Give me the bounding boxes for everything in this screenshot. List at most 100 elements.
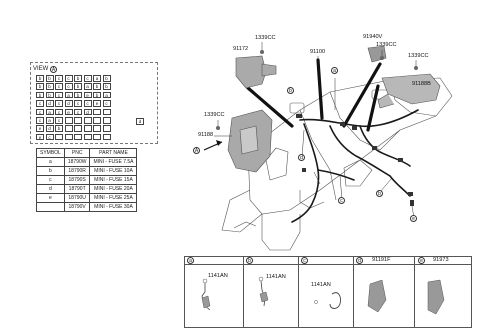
fuse-cell	[74, 133, 82, 141]
fuse-cell	[74, 117, 82, 124]
fuse-cell: c	[83, 100, 92, 107]
label-91940v: 91940V	[363, 34, 383, 40]
fuse-cell	[64, 125, 73, 132]
view-title-text: VIEW	[33, 66, 49, 72]
view-arrow-marker: A	[193, 147, 200, 154]
fuse-cell: c	[55, 108, 63, 116]
fuse-cell: e	[83, 91, 92, 99]
detail-b-letter: b	[246, 257, 253, 264]
fuse-cell: c	[45, 133, 54, 141]
fuse-cell	[83, 125, 92, 132]
fuse-cell	[64, 133, 73, 141]
fuse-cell: e	[36, 133, 44, 141]
d-part	[367, 279, 387, 313]
label-1339cc-right: 1339CC	[376, 42, 397, 48]
bolt-top	[260, 50, 264, 54]
c-clip	[329, 292, 341, 309]
fuse-cell	[102, 108, 111, 116]
fuse-cell	[93, 125, 101, 132]
fuse-cell: c	[55, 117, 63, 124]
fuse-cell	[64, 117, 73, 124]
leader-91100	[316, 58, 324, 120]
fuse-cell: c	[55, 75, 63, 82]
fuse-cell: b	[74, 91, 82, 99]
detail-divider	[298, 256, 299, 328]
fuse-cell: c	[55, 91, 63, 99]
leader-91172	[246, 86, 294, 128]
detail-header-row	[184, 256, 472, 265]
label-1339cc-left: 1339CC	[204, 112, 225, 118]
fuse-cell: b	[93, 83, 101, 90]
fuse-cell	[102, 117, 111, 124]
fuse-cell	[93, 117, 101, 124]
detail-d-part: 91191F	[372, 257, 391, 263]
fuse-cell	[93, 108, 101, 116]
dashboard-outline	[247, 77, 453, 215]
fuse-extra: d	[136, 118, 144, 125]
vent-left	[289, 102, 305, 114]
callout-b-top: b	[287, 87, 294, 94]
detail-a-part: 1141AN	[208, 273, 228, 279]
label-91188: 91188	[198, 132, 214, 138]
fuse-cell: a	[83, 83, 92, 90]
fuse-cell: c	[36, 117, 44, 124]
fuse-cell: b	[74, 83, 82, 90]
fuse-cell: e	[36, 125, 44, 132]
fuse-cell	[74, 125, 82, 132]
dash-inner-line-2	[329, 91, 401, 151]
label-91172: 91172	[233, 46, 249, 52]
fuse-cell: b	[74, 75, 82, 82]
detail-c-part: 1141AN	[311, 282, 331, 288]
legend-part-name: MINI - FUSE 30A	[89, 202, 138, 212]
fuse-cell: c	[102, 100, 111, 107]
fuse-cell: c	[64, 75, 73, 82]
detail-divider	[243, 256, 244, 328]
callout-d: d	[298, 154, 305, 161]
fuse-cell: e	[64, 108, 73, 116]
detail-a-letter: a	[187, 257, 194, 264]
callout-b-right: b	[376, 190, 383, 197]
fuse-cell: c	[36, 100, 44, 107]
e-part	[427, 279, 445, 315]
fuse-cell: b	[45, 91, 54, 99]
c-bolt	[314, 300, 318, 304]
floor-outline	[221, 189, 263, 233]
fuse-cell: e	[93, 100, 101, 107]
fuse-cell	[83, 117, 92, 124]
fuse-cell: b	[45, 75, 54, 82]
view-title: VIEW A	[33, 65, 58, 73]
fuse-cell: c	[83, 75, 92, 82]
fuse-cell	[102, 125, 111, 132]
fuse-cell: c	[55, 83, 63, 90]
label-1339cc-far-right: 1339CC	[408, 53, 429, 59]
a-connector	[201, 295, 211, 309]
label-91188b: 91188B	[412, 81, 431, 87]
leader-right	[366, 84, 380, 132]
fuse-cell	[83, 133, 92, 141]
detail-parts-panel	[184, 256, 472, 328]
fuse-cell: b	[36, 83, 44, 90]
fuse-cell: c	[74, 108, 82, 116]
detail-divider	[353, 256, 354, 328]
bolt-far-right	[414, 66, 418, 70]
part-91188-drawing	[227, 109, 273, 173]
part-91172-drawing	[235, 55, 277, 89]
fuse-cell: c	[36, 108, 44, 116]
fuse-cell: b	[102, 75, 111, 82]
fuse-cell: b	[45, 83, 54, 90]
fuse-cell: c	[74, 100, 82, 107]
b-connector	[259, 291, 269, 303]
fuse-cell: c	[64, 83, 73, 90]
detail-e-part: 91973	[433, 257, 449, 263]
bolt-right	[380, 56, 384, 60]
part-91188b-drawing	[377, 73, 441, 109]
detail-e-letter: e	[418, 257, 425, 264]
detail-b-part: 1141AN	[266, 274, 286, 280]
dash-inner-line	[299, 109, 337, 201]
label-1339cc-top: 1339CC	[255, 35, 276, 41]
fuse-cell: b	[36, 91, 44, 99]
fuse-cell: a	[93, 75, 101, 82]
console-outline	[261, 214, 301, 251]
